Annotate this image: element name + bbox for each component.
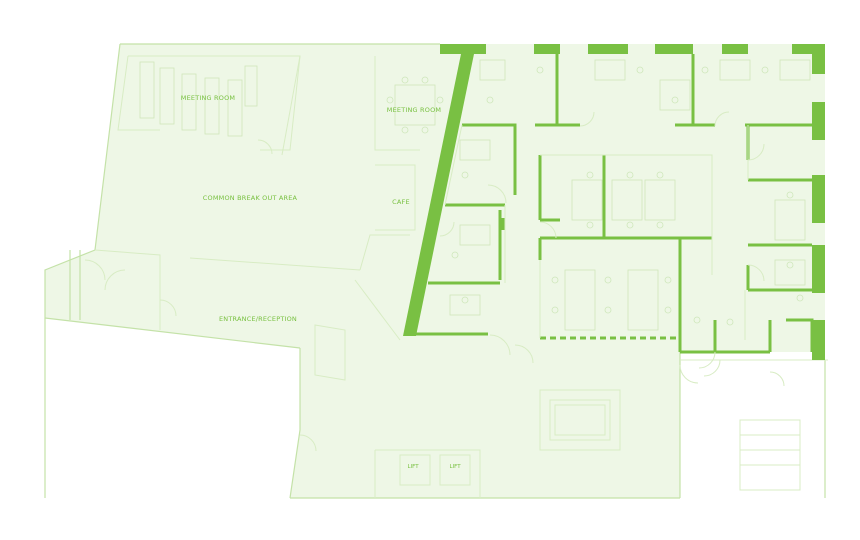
meeting-room-1-seating xyxy=(139,61,258,137)
diagonal-partition xyxy=(403,54,474,336)
floor-area xyxy=(45,44,828,498)
interior-walls xyxy=(94,55,828,498)
office-furniture xyxy=(449,59,811,331)
window-accents xyxy=(440,44,825,360)
common-break-out-area-label: COMMON BREAK OUT AREA xyxy=(203,194,298,202)
office-partitions xyxy=(416,54,814,354)
cafe-label: CAFE xyxy=(392,198,410,206)
office-room-outlines xyxy=(444,124,749,340)
meeting-room-2-table xyxy=(386,76,444,134)
door-swings xyxy=(84,111,785,452)
outer-walls xyxy=(44,43,826,499)
entrance-reception-label: ENTRANCE/RECEPTION xyxy=(219,315,297,323)
lift-label-1: LIFT xyxy=(407,464,419,470)
lift-label-2: LIFT xyxy=(449,464,461,470)
meeting-room-label: MEETING ROOM xyxy=(181,94,235,102)
room-labels: MEETING ROOM MEETING ROOM COMMON BREAK O… xyxy=(181,94,461,470)
meeting-room-label-2: MEETING ROOM xyxy=(387,106,441,114)
